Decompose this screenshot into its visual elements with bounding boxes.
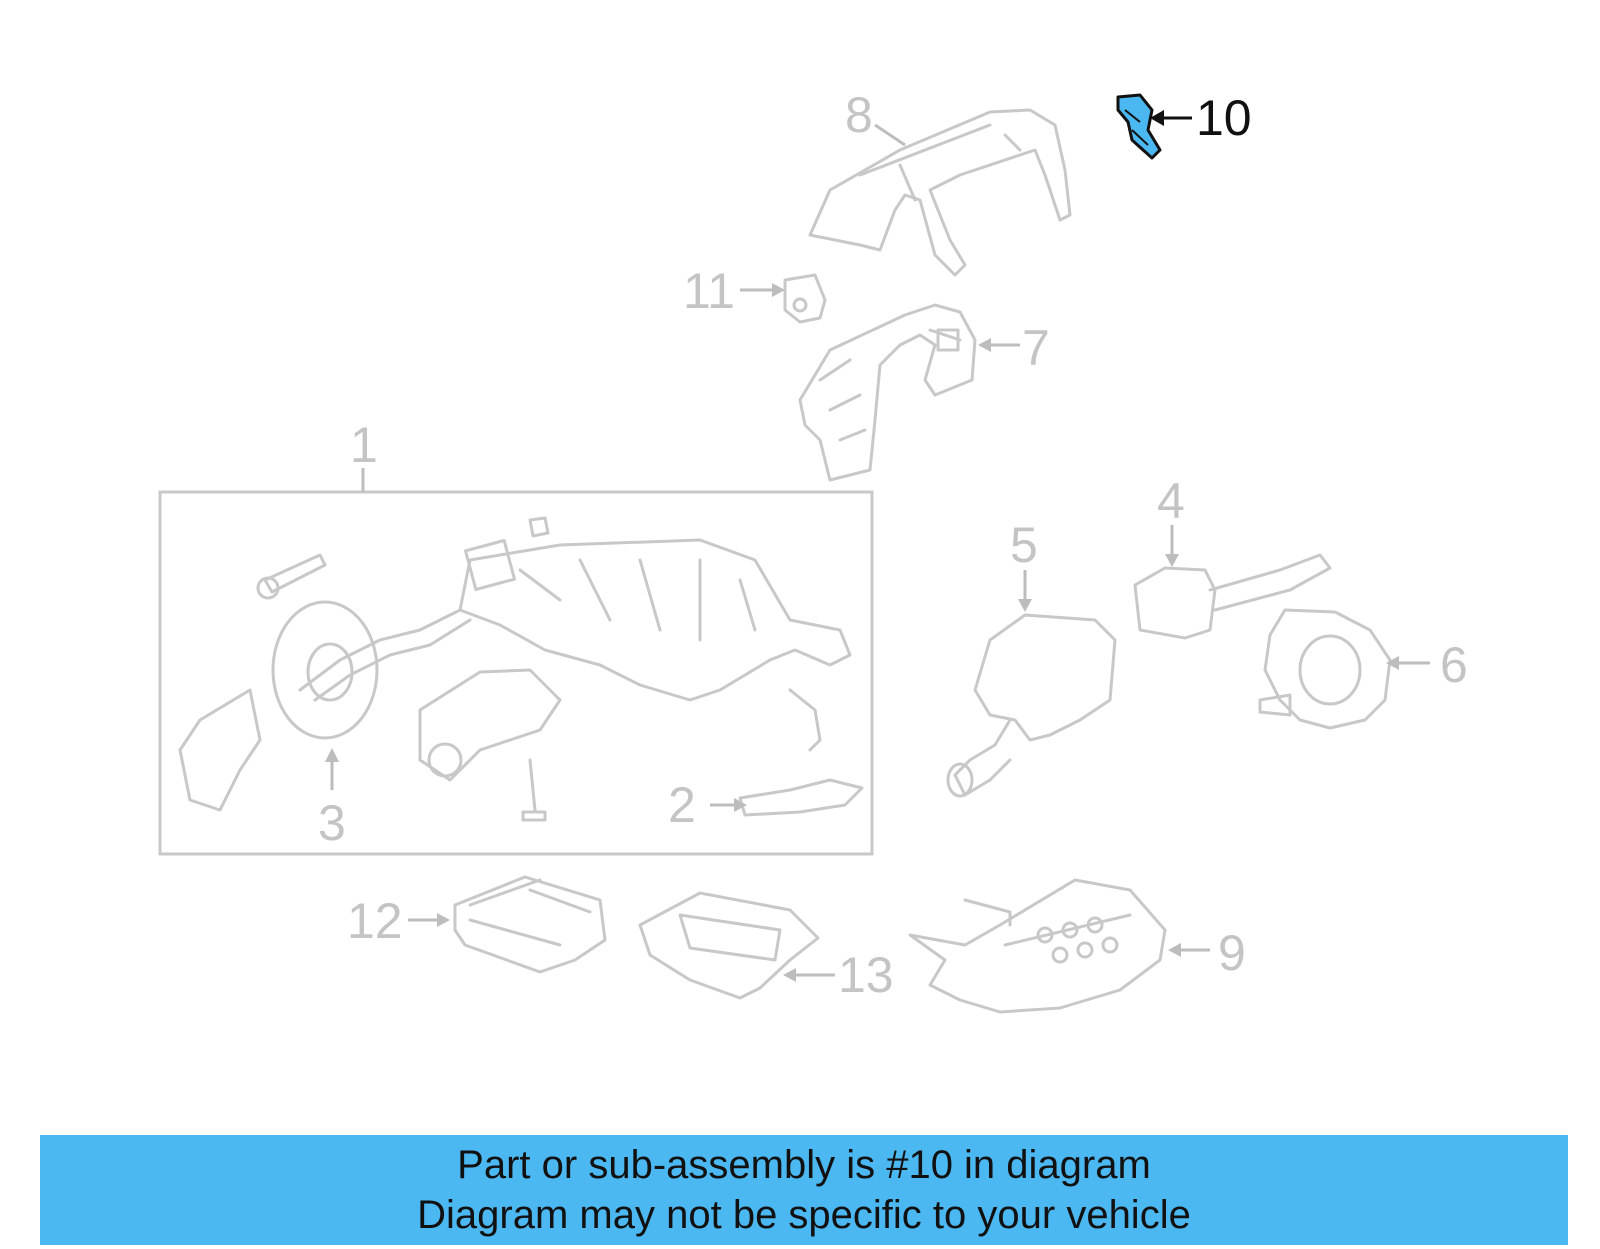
callout-8: 8 [845, 87, 873, 143]
assembly-1-box [158, 490, 874, 856]
part-12-control-module[interactable] [453, 875, 607, 974]
callout-4: 4 [1157, 473, 1185, 529]
callout-13: 13 [838, 947, 894, 1003]
part-11-knob[interactable] [783, 273, 827, 324]
part-4-stalk-switch[interactable] [1133, 553, 1332, 640]
arrowhead-12 [437, 913, 450, 927]
part-7-lower-cover[interactable] [798, 303, 977, 482]
banner-line-2: Diagram may not be specific to your vehi… [417, 1193, 1191, 1237]
banner-line-1: Part or sub-assembly is #10 in diagram [457, 1143, 1151, 1187]
part-13-tray[interactable] [638, 891, 820, 1000]
part-1-steering-column[interactable] [178, 516, 852, 822]
callout-1: 1 [350, 417, 378, 473]
callout-12: 12 [347, 893, 403, 949]
arrowhead-10 [1150, 110, 1164, 126]
part-5-switch[interactable] [946, 613, 1117, 798]
callout-6: 6 [1440, 637, 1468, 693]
callout-3: 3 [318, 795, 346, 851]
callout-11: 11 [683, 263, 735, 319]
arrowhead-7 [978, 338, 991, 352]
part-9-lower-panel[interactable] [908, 878, 1167, 1014]
arrow-8 [874, 123, 906, 147]
arrowhead-11 [772, 283, 785, 297]
arrowhead-9 [1168, 943, 1181, 957]
part-8-upper-cover[interactable] [808, 108, 1072, 277]
arrowhead-13 [783, 968, 796, 982]
arrowhead-2 [734, 798, 747, 812]
callout-9: 9 [1218, 925, 1246, 981]
part-10-bracket[interactable] [1116, 93, 1162, 160]
callout-7: 7 [1022, 320, 1050, 376]
part-6-clock-spring[interactable] [1258, 608, 1392, 730]
callout-2: 2 [668, 777, 696, 833]
parts-diagram: 8 10 11 7 1 [158, 87, 1468, 1014]
arrowhead-5 [1018, 599, 1032, 612]
arrowhead-3 [325, 748, 339, 762]
callout-5: 5 [1010, 517, 1038, 573]
arrowhead-4 [1165, 554, 1179, 567]
callout-10: 10 [1196, 90, 1252, 146]
arrowhead-6 [1386, 656, 1399, 670]
part-2-trim[interactable] [738, 778, 864, 817]
info-banner: Part or sub-assembly is #10 in diagram D… [40, 1135, 1568, 1245]
